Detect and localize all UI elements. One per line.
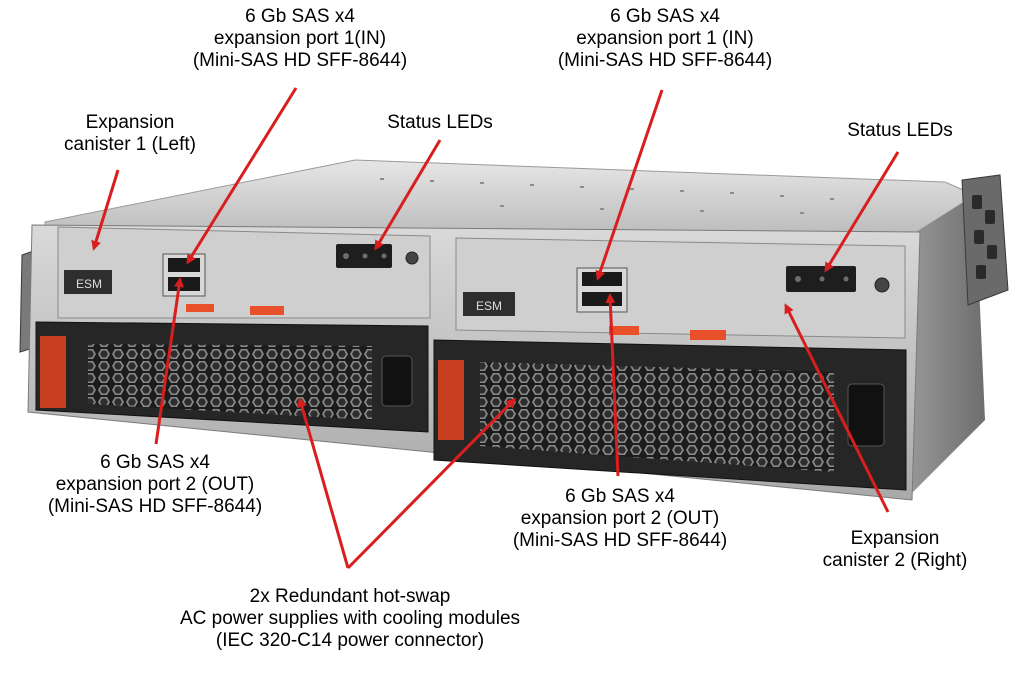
arrow-port2-right (605, 293, 620, 477)
psu-right (433, 339, 907, 491)
label-status-left: Status LEDs (387, 112, 493, 133)
label-port1-left: 6 Gb SAS x4 expansion port 1(IN) (Mini-S… (192, 6, 408, 71)
label-canister-left: Expansion canister 1 (Left) (64, 112, 196, 155)
arrow-port2-left (154, 277, 184, 445)
arrow-psu-to-left (297, 397, 350, 569)
arrow-status-left (374, 139, 442, 251)
right-rack-ear (961, 174, 1009, 306)
arrow-psu-to-right (346, 397, 517, 570)
canister-left: ESM (57, 226, 431, 319)
arrow-canister-right (784, 303, 890, 513)
label-psu: 2x Redundant hot-swap AC power supplies … (179, 586, 521, 651)
arrow-status-right (824, 151, 900, 273)
label-port2-left: 6 Gb SAS x4 expansion port 2 (OUT) (Mini… (47, 452, 263, 517)
chassis-side (905, 195, 985, 500)
psu-left (35, 321, 429, 433)
chassis-top (44, 159, 977, 236)
top-vents (380, 178, 834, 214)
label-port2-right: 6 Gb SAS x4 expansion port 2 (OUT) (Mini… (512, 486, 728, 551)
esm-label-left: ESM (76, 277, 102, 291)
esm-label-right: ESM (476, 299, 502, 313)
arrow-canister-left (91, 169, 120, 251)
label-status-right: Status LEDs (847, 120, 953, 141)
callout-arrows (91, 87, 900, 570)
label-canister-right: Expansion canister 2 (Right) (822, 528, 968, 571)
label-port1-right: 6 Gb SAS x4 expansion port 1 (IN) (Mini-… (557, 6, 773, 71)
arrow-port1-right (595, 89, 664, 281)
arrow-port1-left (186, 87, 298, 265)
